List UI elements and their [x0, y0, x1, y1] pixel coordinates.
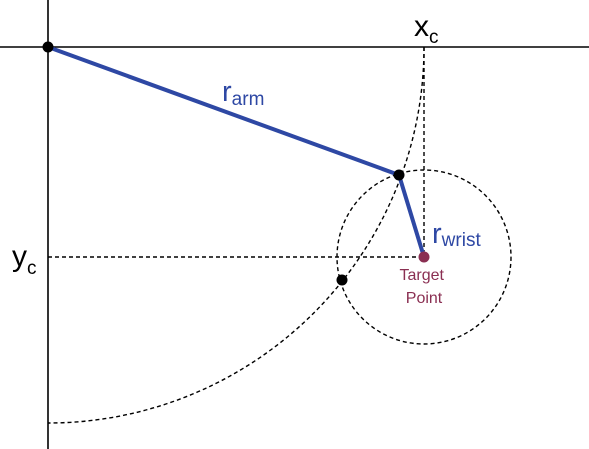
target-point-label: Target Point: [400, 267, 449, 307]
r-wrist-label: rwrist: [432, 218, 481, 251]
r-arm-label: rarm: [222, 76, 264, 110]
alternate-elbow-joint: [336, 274, 348, 286]
arm-reach-arc: [47, 46, 425, 424]
wrist-reach-circle: [336, 169, 512, 345]
shoulder-joint: [42, 41, 54, 53]
target-point-marker: [418, 251, 430, 263]
wrist-segment: [397, 173, 426, 259]
elbow-joint: [393, 169, 405, 181]
arm-segment: [46, 45, 401, 177]
yc-label: yc: [12, 240, 37, 279]
xc-label: xc: [414, 10, 439, 48]
